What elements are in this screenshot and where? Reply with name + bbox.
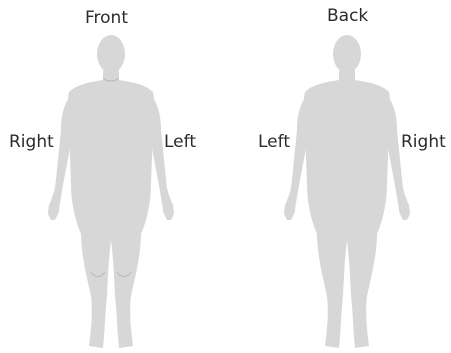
back-body-silhouette [284, 35, 410, 348]
back-body-figure[interactable] [283, 34, 411, 352]
front-view-title: Front [85, 8, 128, 28]
front-body-figure[interactable] [47, 34, 175, 352]
front-body-silhouette [48, 35, 174, 348]
back-view-title: Back [327, 6, 368, 26]
